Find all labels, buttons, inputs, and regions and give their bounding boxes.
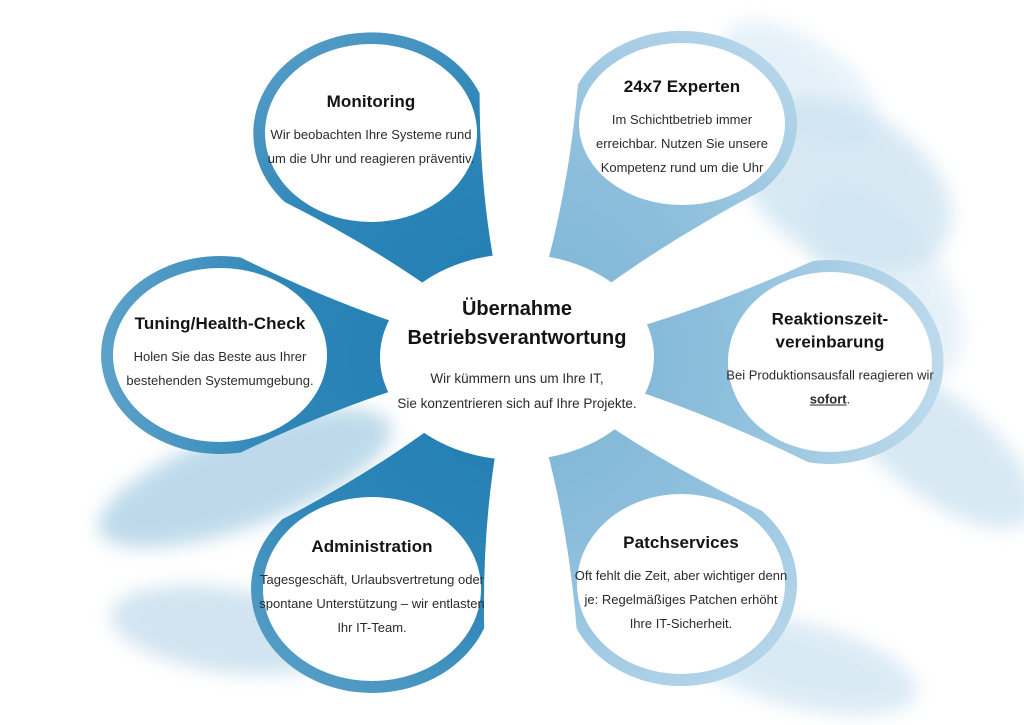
node-monitoring: Monitoring Wir beobachten Ihre Systeme r…: [260, 91, 482, 171]
swoosh-experts-top: [721, 21, 879, 149]
disc-administration: [263, 497, 481, 681]
disc-patchservices: [577, 494, 785, 674]
node-experts-body: Im Schichtbetrieb immer erreichbar. Nutz…: [596, 111, 768, 175]
center-node-body: Wir kümmern uns um Ihre IT, Sie konzentr…: [382, 367, 652, 417]
swoosh-tuning-tail: [98, 408, 392, 548]
node-reaction-title-line-1: Reaktionszeit-: [771, 309, 889, 329]
node-administration-title: Administration: [311, 536, 433, 556]
node-discs: [113, 43, 932, 681]
node-reaction-body: Bei Produktionsausfall reagieren wir sof…: [726, 363, 934, 411]
node-administration: Administration Tagesgeschäft, Urlaubsver…: [259, 536, 485, 640]
center-node: Übernahme Betriebsverantwortung Wir kümm…: [382, 295, 652, 417]
node-experts: 24x7 Experten Im Schichtbetrieb immer er…: [583, 76, 781, 180]
node-reaction-body-prefix: Bei Produktionsausfall reagieren wir: [726, 367, 934, 383]
node-patchservices-body: Oft fehlt die Zeit, aber wichtiger denn …: [574, 567, 788, 631]
node-monitoring-title: Monitoring: [326, 91, 416, 111]
node-patchservices: Patchservices Oft fehlt die Zeit, aber w…: [574, 532, 788, 636]
disc-center: [380, 254, 654, 460]
node-administration-body: Tagesgeschäft, Urlaubsvertretung oder sp…: [259, 571, 485, 635]
node-monitoring-body: Wir beobachten Ihre Systeme rund um die …: [267, 126, 475, 166]
node-patchservices-title: Patchservices: [623, 532, 739, 552]
center-body-line-2: Sie konzentrieren sich auf Ihre Projekte…: [397, 396, 637, 411]
disc-monitoring: [265, 44, 477, 222]
node-reaction: Reaktionszeit- vereinbarung Bei Produkti…: [726, 309, 934, 412]
node-tuning-title: Tuning/Health-Check: [134, 313, 306, 333]
disc-experts: [579, 43, 785, 205]
center-title-line-1: Übernahme: [461, 298, 573, 321]
disc-tuning: [113, 268, 327, 442]
center-node-title: Übernahme Betriebsverantwortung: [382, 295, 652, 353]
node-tuning-body: Holen Sie das Beste aus Ihrer bestehende…: [126, 348, 314, 388]
center-title-line-2: Betriebsverantwortung: [407, 327, 627, 350]
node-experts-title: 24x7 Experten: [623, 76, 741, 96]
disc-reaction: [728, 272, 932, 452]
center-body-line-1: Wir kümmern uns um Ihre IT,: [430, 371, 604, 387]
node-reaction-body-emphasis: sofort: [809, 391, 847, 407]
node-tuning: Tuning/Health-Check Holen Sie das Beste …: [114, 313, 326, 393]
node-reaction-title: Reaktionszeit- vereinbarung: [726, 309, 934, 355]
node-reaction-title-line-2: vereinbarung: [775, 332, 885, 352]
node-reaction-body-suffix: .: [846, 391, 851, 407]
